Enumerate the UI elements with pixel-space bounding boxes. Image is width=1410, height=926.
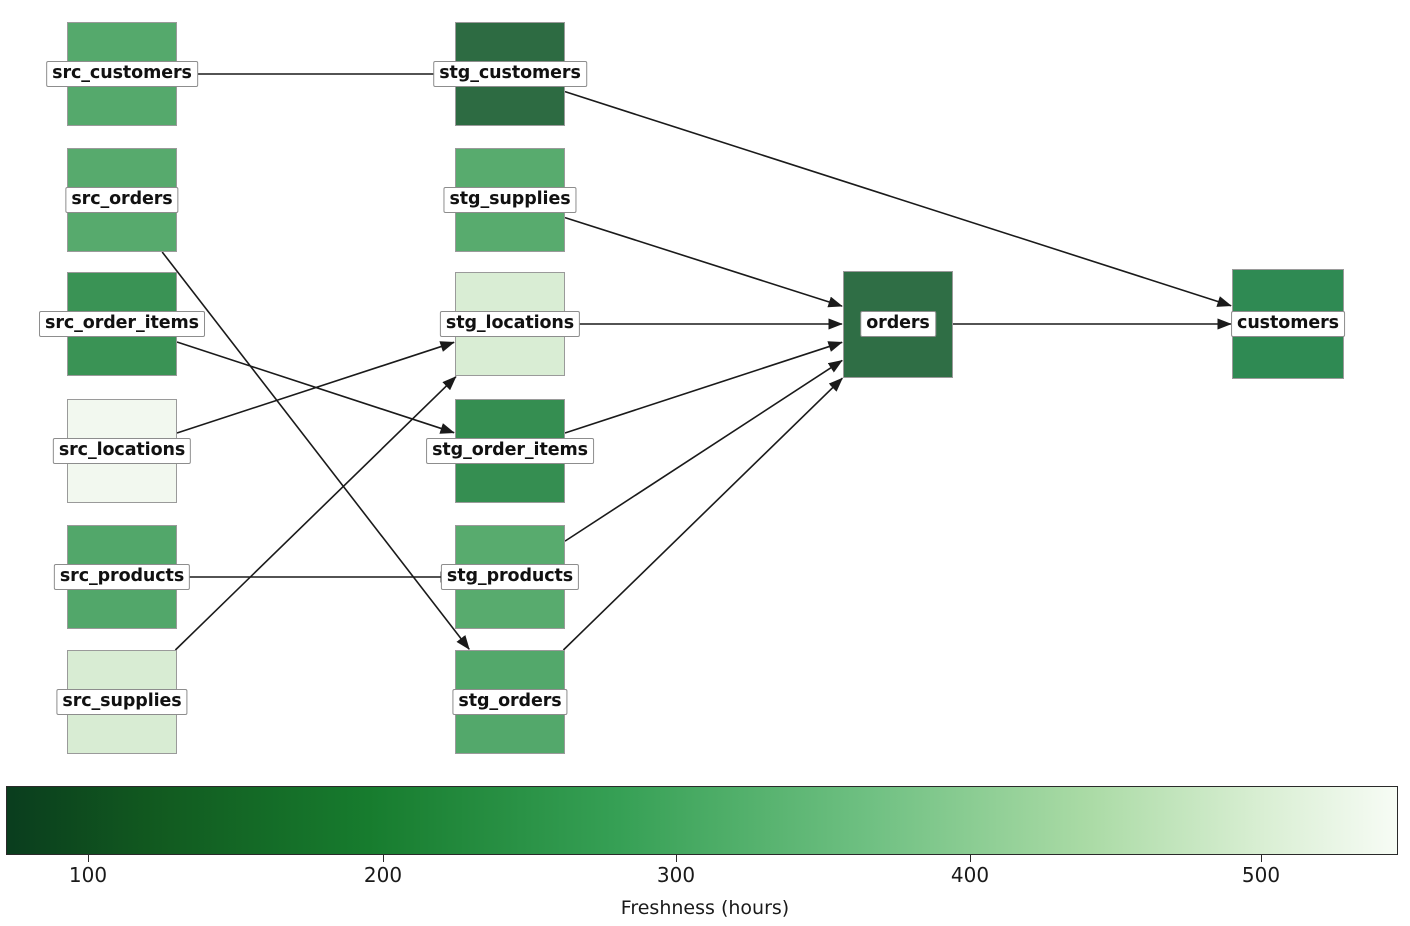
colorbar-tick-100 (88, 855, 89, 862)
colorbar: 100 200 300 400 500 (6, 786, 1398, 887)
colorbar-tick-label-400: 400 (950, 863, 990, 887)
colorbar-tick-300 (676, 855, 677, 862)
node-label-stg_supplies: stg_supplies (443, 187, 577, 213)
node-label-stg_orders: stg_orders (452, 689, 568, 715)
colorbar-tick-200 (383, 855, 384, 862)
colorbar-tick-label-300: 300 (656, 863, 696, 887)
colorbar-tick-400 (970, 855, 971, 862)
node-label-src_order_items: src_order_items (39, 311, 205, 337)
node-label-stg_products: stg_products (440, 564, 580, 590)
node-label-stg_locations: stg_locations (439, 311, 581, 337)
edge-stg_order_items-to-orders (564, 341, 843, 434)
edge-stg_products-to-orders (564, 359, 843, 542)
edge-src_supplies-to-stg_locations (174, 376, 457, 651)
colorbar-tick-label-200: 200 (363, 863, 403, 887)
node-label-stg_customers: stg_customers (433, 61, 587, 87)
node-label-src_orders: src_orders (65, 187, 179, 213)
edge-src_orders-to-stg_orders (161, 251, 470, 650)
colorbar-tick-label-100: 100 (68, 863, 108, 887)
node-label-orders: orders (860, 311, 936, 337)
colorbar-tick-500 (1261, 855, 1262, 862)
node-label-src_supplies: src_supplies (56, 689, 188, 715)
colorbar-gradient (6, 786, 1398, 855)
node-label-src_locations: src_locations (52, 438, 192, 464)
node-label-src_customers: src_customers (46, 61, 198, 87)
edge-src_locations-to-stg_locations (176, 341, 455, 434)
node-label-src_products: src_products (53, 564, 191, 590)
colorbar-tick-label-500: 500 (1241, 863, 1281, 887)
node-label-customers: customers (1231, 311, 1345, 337)
edges-group (161, 73, 1232, 651)
edge-stg_orders-to-orders (562, 377, 843, 651)
edge-stg_supplies-to-orders (564, 216, 843, 308)
edge-src_order_items-to-stg_order_items (176, 341, 455, 434)
node-label-stg_order_items: stg_order_items (426, 438, 594, 464)
colorbar-axis-label: Freshness (hours) (620, 897, 790, 919)
